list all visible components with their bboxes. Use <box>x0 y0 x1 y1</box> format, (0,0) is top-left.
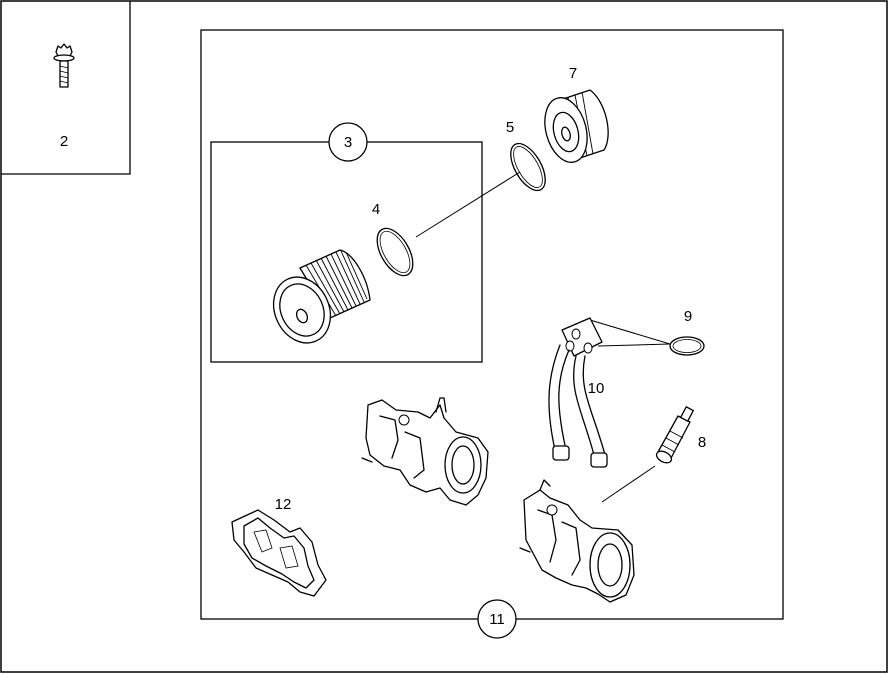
part-2-box: 2 <box>1 1 131 175</box>
callout-9: 9 <box>684 308 692 325</box>
leader-line <box>589 319 671 345</box>
oil-filter-housing-icon <box>519 479 635 603</box>
filter-kit-frame <box>210 141 483 363</box>
oil-filter-housing-icon <box>361 397 489 506</box>
oil-cooler-pipe-icon <box>548 317 608 468</box>
bolt-icon <box>53 43 75 88</box>
callout-5: 5 <box>506 119 514 136</box>
sensor-icon <box>655 406 694 464</box>
o-ring-icon <box>669 336 705 356</box>
callout-3-marker: 3 <box>328 122 368 162</box>
gasket-icon <box>231 509 327 597</box>
callout-4: 4 <box>372 201 380 218</box>
oil-filter-cap-icon <box>544 89 609 163</box>
callout-7: 7 <box>569 65 577 82</box>
oil-filter-element-icon <box>272 249 371 344</box>
o-ring-icon <box>510 142 546 192</box>
callout-3: 3 <box>344 134 352 151</box>
callout-11-marker: 11 <box>477 599 517 639</box>
leader-line <box>415 171 521 238</box>
callout-2: 2 <box>60 133 68 150</box>
callout-12: 12 <box>275 496 292 513</box>
o-ring-icon <box>376 227 414 277</box>
callout-10: 10 <box>588 380 605 397</box>
leader-line <box>601 465 656 503</box>
leader-line <box>597 343 671 347</box>
callout-11: 11 <box>489 611 505 628</box>
callout-8: 8 <box>698 434 706 451</box>
